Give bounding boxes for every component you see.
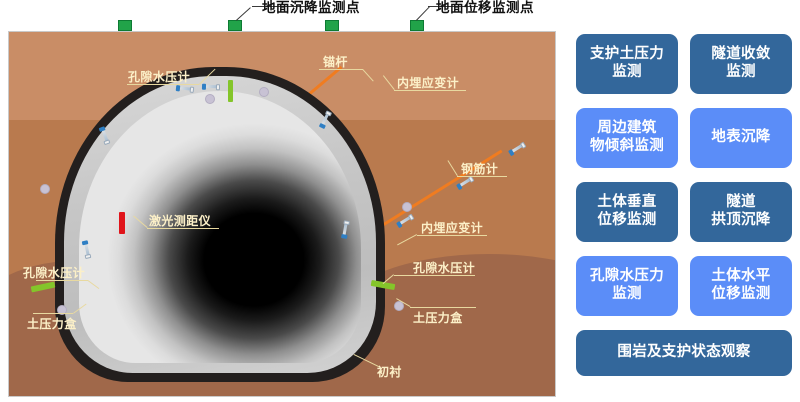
label-pore-water-pressure-gauge-left: 孔隙水压计: [23, 266, 86, 280]
label-pore-water-pressure-gauge-right: 孔隙水压计: [413, 261, 476, 275]
earth-pressure-cell: [402, 202, 412, 212]
button-label: 土体垂直 位移监测: [597, 194, 657, 228]
monitoring-items-panel: 支护土压力 监测 隧道收敛 监测 周边建筑 物倾斜监测 地表沉降 土体垂直 位移…: [576, 34, 792, 394]
callout-line: [417, 235, 487, 236]
button-soil-vertical-displacement[interactable]: 土体垂直 位移监测: [576, 182, 678, 242]
button-label: 周边建筑 物倾斜监测: [590, 120, 664, 154]
ground-marker: [118, 20, 132, 31]
button-adjacent-building-tilt[interactable]: 周边建筑 物倾斜监测: [576, 108, 678, 168]
earth-pressure-cell: [57, 305, 67, 315]
leader-line: [252, 6, 310, 7]
label-embedded-strain-gauge-right: 内埋应变计: [421, 221, 484, 235]
earth-pressure-cell: [394, 301, 404, 311]
label-ground-settlement: 地面沉降监测点: [262, 0, 360, 15]
button-tunnel-convergence[interactable]: 隧道收敛 监测: [690, 34, 792, 94]
label-earth-pressure-cell-right: 土压力盒: [413, 311, 463, 325]
tunnel-cross-section-diagram: 孔隙水压计 锚杆 内埋应变计 钢筋计 激光测距仪 内埋应变计 孔隙水压计 土压力…: [8, 31, 556, 397]
button-surrounding-rock-observation[interactable]: 围岩及支护状态观察: [576, 330, 792, 376]
label-rock-bolt: 锚杆: [323, 55, 348, 69]
embedded-strain-sensor: [201, 83, 221, 91]
label-rebar-stress-meter: 钢筋计: [461, 162, 499, 176]
button-label: 围岩及支护状态观察: [617, 344, 751, 361]
ground-marker: [325, 20, 339, 31]
earth-pressure-cell: [259, 87, 269, 97]
earth-pressure-cell: [205, 94, 215, 104]
leader-line: [428, 6, 478, 7]
callout-line: [147, 228, 219, 229]
button-label: 隧道 拱顶沉降: [711, 194, 771, 228]
callout-line: [36, 280, 88, 281]
callout-line: [410, 307, 476, 308]
pore-water-pressure-gauge: [228, 80, 233, 102]
laser-rangefinder-marker: [119, 212, 125, 234]
label-earth-pressure-cell-left: 土压力盒: [27, 317, 77, 331]
leader-line: [416, 6, 430, 21]
button-label: 孔隙水压力 监测: [590, 268, 664, 302]
label-ground-displacement: 地面位移监测点: [436, 0, 534, 15]
callout-line: [457, 176, 507, 177]
label-primary-lining: 初衬: [377, 365, 402, 379]
button-label: 隧道收敛 监测: [711, 46, 771, 80]
button-label: 地表沉降: [711, 129, 771, 146]
callout-line: [33, 313, 73, 314]
tunnel-bore-interior: [79, 91, 361, 363]
label-pore-water-pressure-gauge-top: 孔隙水压计: [128, 70, 191, 84]
earth-pressure-cell: [40, 184, 50, 194]
button-soil-horizontal-displacement[interactable]: 土体水平 位移监测: [690, 256, 792, 316]
button-label: 支护土压力 监测: [590, 46, 664, 80]
ground-marker: [410, 20, 424, 31]
button-label: 土体水平 位移监测: [711, 268, 771, 302]
button-support-earth-pressure[interactable]: 支护土压力 监测: [576, 34, 678, 94]
callout-line: [127, 84, 199, 85]
label-laser-rangefinder: 激光测距仪: [149, 214, 212, 228]
leader-line: [236, 7, 251, 21]
button-surface-settlement[interactable]: 地表沉降: [690, 108, 792, 168]
button-pore-water-pressure[interactable]: 孔隙水压力 监测: [576, 256, 678, 316]
ground-monitoring-points: 地面沉降监测点 地面位移监测点: [0, 0, 800, 34]
callout-line: [394, 90, 466, 91]
label-embedded-strain-gauge-top: 内埋应变计: [397, 76, 460, 90]
ground-marker: [228, 20, 242, 31]
embedded-strain-sensor: [175, 85, 195, 93]
button-tunnel-crown-settlement[interactable]: 隧道 拱顶沉降: [690, 182, 792, 242]
tunnel-structure: [55, 67, 385, 382]
callout-line: [319, 69, 363, 70]
callout-line: [394, 275, 475, 276]
